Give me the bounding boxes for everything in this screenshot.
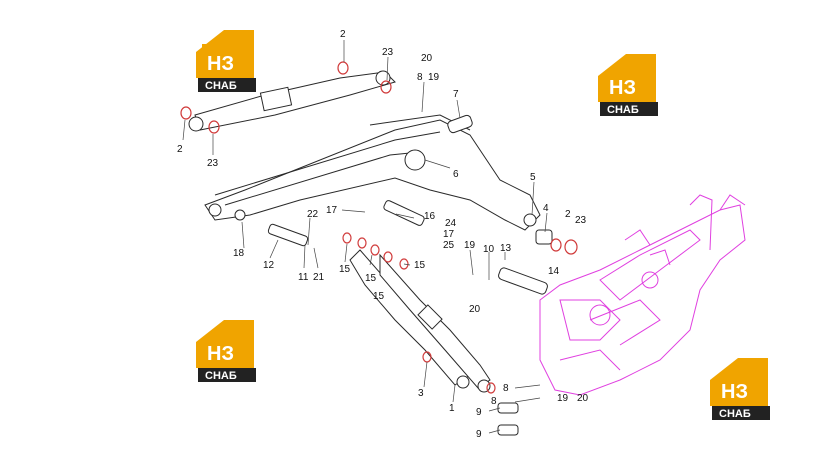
logo-caption: СНАБ bbox=[607, 104, 639, 116]
label-19: 19 bbox=[557, 393, 569, 404]
logo-caption: СНАБ bbox=[719, 408, 751, 420]
boom-cylinders bbox=[349, 249, 491, 393]
part-labels: 2 23 20 8 19 7 2 23 6 5 4 2 23 17 16 22 … bbox=[177, 29, 589, 440]
logo-letters: НЗ bbox=[609, 77, 636, 99]
leader-lines bbox=[182, 40, 548, 434]
label-8: 8 bbox=[491, 396, 497, 407]
label-4: 4 bbox=[543, 203, 549, 214]
logo-letters: НЗ bbox=[207, 53, 234, 75]
label-25: 25 bbox=[443, 240, 455, 251]
label-22: 22 bbox=[307, 209, 319, 220]
label-23: 23 bbox=[382, 47, 394, 58]
label-7: 7 bbox=[453, 89, 459, 100]
label-2: 2 bbox=[177, 144, 183, 155]
label-18: 18 bbox=[233, 248, 245, 259]
label-8: 8 bbox=[417, 72, 423, 83]
label-19: 19 bbox=[464, 240, 476, 251]
logo-letters: НЗ bbox=[207, 343, 234, 365]
upper-frame-outline bbox=[539, 194, 746, 396]
label-2: 2 bbox=[340, 29, 346, 40]
label-9: 9 bbox=[476, 429, 482, 440]
logo-caption: СНАБ bbox=[205, 370, 237, 382]
label-24: 24 bbox=[445, 218, 457, 229]
label-23: 23 bbox=[575, 215, 587, 226]
label-9: 9 bbox=[476, 407, 482, 418]
label-17: 17 bbox=[326, 205, 338, 216]
logo-top-left: НЗ СНАБ bbox=[196, 30, 256, 92]
rings bbox=[180, 61, 578, 394]
label-20: 20 bbox=[469, 304, 481, 315]
label-20: 20 bbox=[577, 393, 589, 404]
arm-cylinder bbox=[188, 70, 396, 132]
logo-top-right: НЗ СНАБ bbox=[598, 54, 658, 116]
logo-bottom-left: НЗ СНАБ bbox=[196, 320, 256, 382]
boom bbox=[204, 114, 541, 231]
logo-letters: НЗ bbox=[721, 381, 748, 403]
label-1: 1 bbox=[449, 403, 455, 414]
label-16: 16 bbox=[424, 211, 436, 222]
label-14: 14 bbox=[548, 266, 560, 277]
pins bbox=[267, 114, 553, 436]
label-12: 12 bbox=[263, 260, 275, 271]
label-2: 2 bbox=[565, 209, 571, 220]
label-21: 21 bbox=[313, 272, 325, 283]
label-19: 19 bbox=[428, 72, 440, 83]
logo-caption: СНАБ bbox=[205, 80, 237, 92]
label-15: 15 bbox=[339, 264, 351, 275]
label-3: 3 bbox=[418, 388, 424, 399]
label-5: 5 bbox=[530, 172, 536, 183]
label-13: 13 bbox=[500, 243, 512, 254]
logo-bottom-right: НЗ СНАБ bbox=[710, 358, 770, 420]
label-15: 15 bbox=[414, 260, 426, 271]
label-20: 20 bbox=[421, 53, 433, 64]
label-15: 15 bbox=[365, 273, 377, 284]
label-17: 17 bbox=[443, 229, 455, 240]
label-10: 10 bbox=[483, 244, 495, 255]
label-23: 23 bbox=[207, 158, 219, 169]
label-11: 11 bbox=[298, 272, 309, 283]
label-8: 8 bbox=[503, 383, 509, 394]
label-6: 6 bbox=[453, 169, 459, 180]
label-15: 15 bbox=[373, 291, 385, 302]
